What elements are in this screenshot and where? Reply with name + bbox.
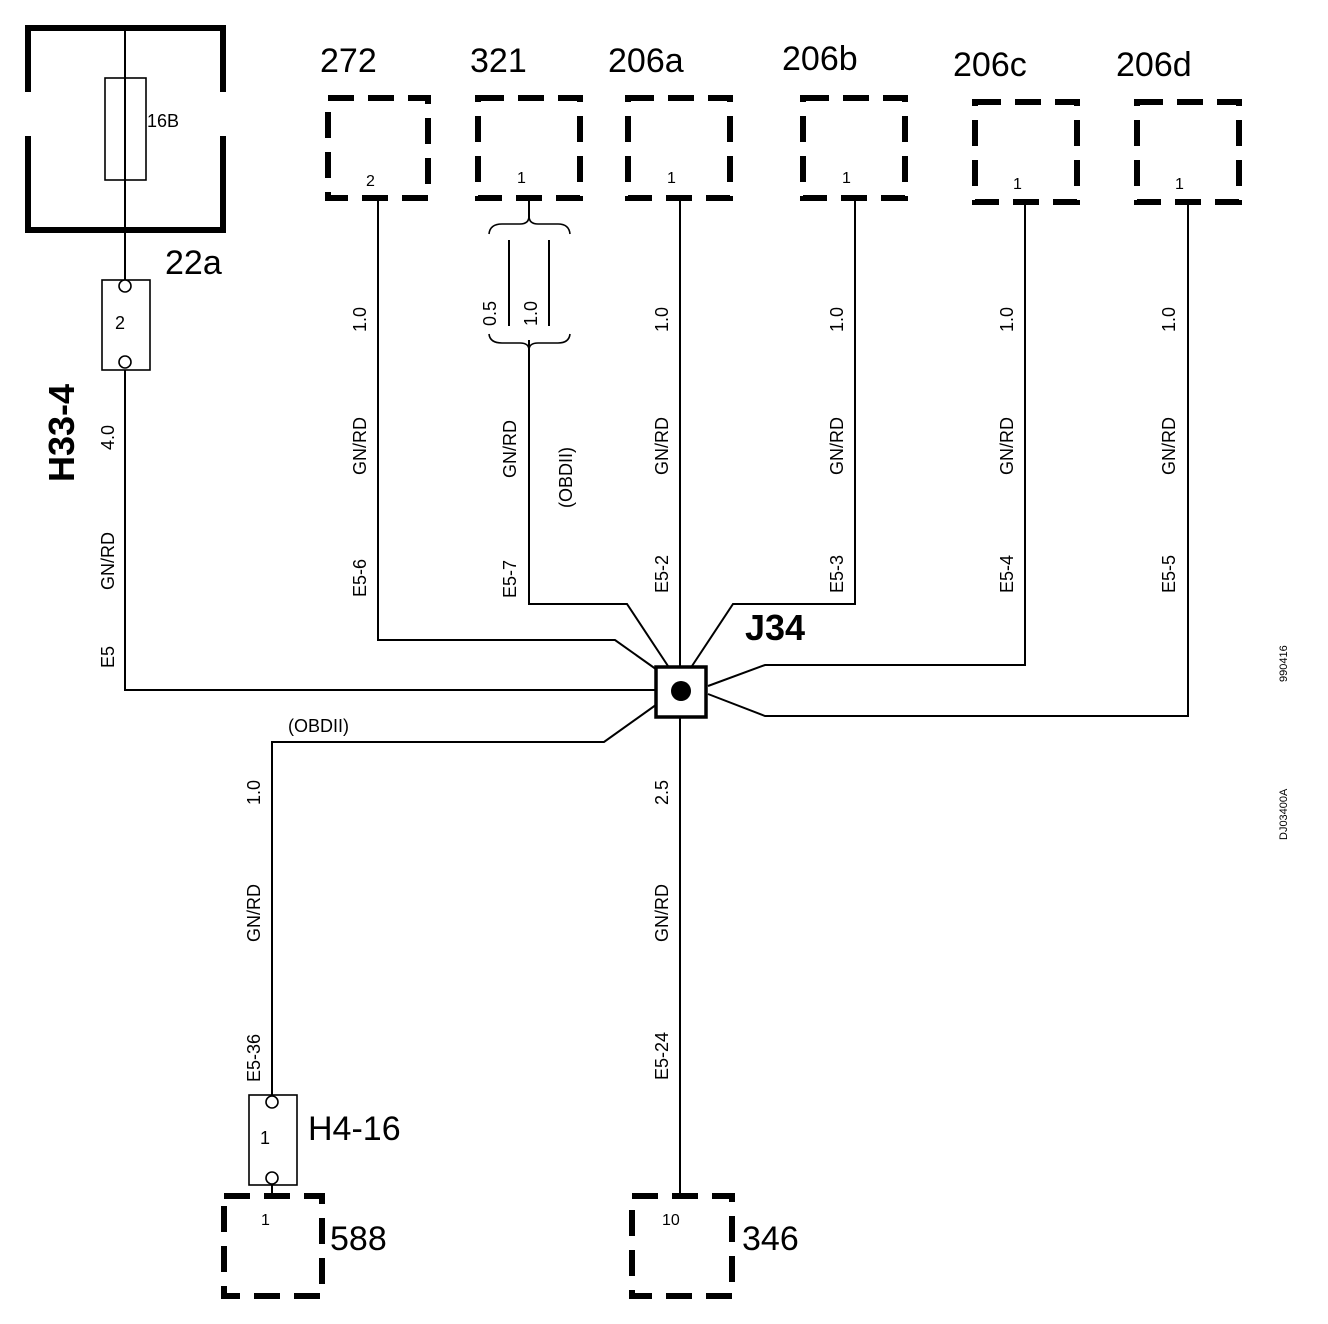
- fuse-connector-label: 22a: [165, 244, 222, 282]
- wire-206d: [707, 202, 1189, 717]
- connector-h33-label: H33-4: [41, 384, 82, 482]
- wire-321-id: E5-7: [500, 560, 520, 598]
- wire-346-color: GN/RD: [652, 884, 672, 942]
- wire-321-bracket: [488, 198, 571, 351]
- wire-206a-gauge: 1.0: [652, 307, 672, 332]
- wire-206c: [707, 202, 1026, 687]
- wire-206c-id: E5-4: [997, 555, 1017, 593]
- component-588-pin: 1: [261, 1212, 270, 1229]
- wire-206d-gauge: 1.0: [1159, 307, 1179, 332]
- component-206c-pin: 1: [1013, 176, 1022, 193]
- connector-h4-label: H4-16: [308, 1110, 401, 1148]
- component-346-pin: 10: [662, 1212, 680, 1229]
- connector-h33-pin: 2: [115, 313, 125, 333]
- fuse-box: 16B 22a: [20, 25, 231, 282]
- wire-346-gauge: 2.5: [652, 780, 672, 805]
- wire-321: [528, 340, 669, 667]
- connector-h4: 1 H4-16: [248, 1094, 401, 1196]
- component-206d: 206d 1: [1116, 46, 1242, 205]
- wire-588-gauge: 1.0: [244, 780, 264, 805]
- junction-j34: J34: [654, 607, 805, 719]
- component-206d-label: 206d: [1116, 46, 1192, 84]
- wire-206d-color: GN/RD: [1159, 417, 1179, 475]
- wire-206a-color: GN/RD: [652, 417, 672, 475]
- wire-346-id: E5-24: [652, 1032, 672, 1080]
- connector-h4-pin: 1: [260, 1128, 270, 1148]
- component-206b-pin: 1: [842, 170, 851, 187]
- wire-272-id: E5-6: [350, 559, 370, 597]
- wire-321-gauge-b: 1.0: [521, 301, 541, 326]
- wire-206b: [691, 198, 856, 667]
- component-272-label: 272: [320, 42, 377, 80]
- wire-fuse-id: E5: [98, 646, 118, 668]
- side-code-1: 990416: [1278, 645, 1290, 682]
- component-206b-label: 206b: [782, 40, 858, 78]
- junction-label: J34: [745, 607, 805, 648]
- wire-321-gauge-a: 0.5: [480, 301, 500, 326]
- wire-206c-color: GN/RD: [997, 417, 1017, 475]
- wire-588-id: E5-36: [244, 1034, 264, 1082]
- connector-h33: 2 H33-4: [41, 279, 151, 482]
- component-321-label: 321: [470, 42, 527, 80]
- component-206c-label: 206c: [953, 46, 1027, 84]
- component-346: 10 346: [629, 1193, 799, 1299]
- component-206a: 206a 1: [608, 42, 733, 201]
- wire-fuse-color: GN/RD: [98, 532, 118, 590]
- component-206d-pin: 1: [1175, 176, 1184, 193]
- wire-206b-gauge: 1.0: [827, 307, 847, 332]
- component-321-pin: 1: [517, 170, 526, 187]
- component-588: 1 588: [221, 1193, 387, 1299]
- fuse-label: 16B: [147, 111, 179, 131]
- wire-588-note: (OBDII): [288, 716, 349, 736]
- wire-206b-color: GN/RD: [827, 417, 847, 475]
- wire-272-color: GN/RD: [350, 417, 370, 475]
- wire-206a-id: E5-2: [652, 555, 672, 593]
- wire-272-gauge: 1.0: [350, 307, 370, 332]
- component-321: 321 1: [470, 42, 583, 201]
- wire-206b-id: E5-3: [827, 555, 847, 593]
- wire-206c-gauge: 1.0: [997, 307, 1017, 332]
- component-588-label: 588: [330, 1220, 387, 1258]
- component-272: 272 2: [320, 42, 431, 201]
- component-206a-pin: 1: [667, 170, 676, 187]
- wire-588-color: GN/RD: [244, 884, 264, 942]
- side-code-2: DJ03400A: [1278, 788, 1290, 840]
- wire-272: [377, 198, 661, 673]
- component-346-label: 346: [742, 1220, 799, 1258]
- wire-206d-id: E5-5: [1159, 555, 1179, 593]
- component-206b: 206b 1: [782, 40, 908, 201]
- wire-321-color: GN/RD: [500, 420, 520, 478]
- component-206a-label: 206a: [608, 42, 684, 80]
- wire-fuse: [124, 370, 655, 691]
- component-206c: 206c 1: [953, 46, 1080, 205]
- component-272-pin: 2: [366, 173, 375, 190]
- wire-321-note: (OBDII): [556, 447, 576, 508]
- wire-fuse-gauge: 4.0: [98, 425, 118, 450]
- wire-588: [271, 701, 661, 1095]
